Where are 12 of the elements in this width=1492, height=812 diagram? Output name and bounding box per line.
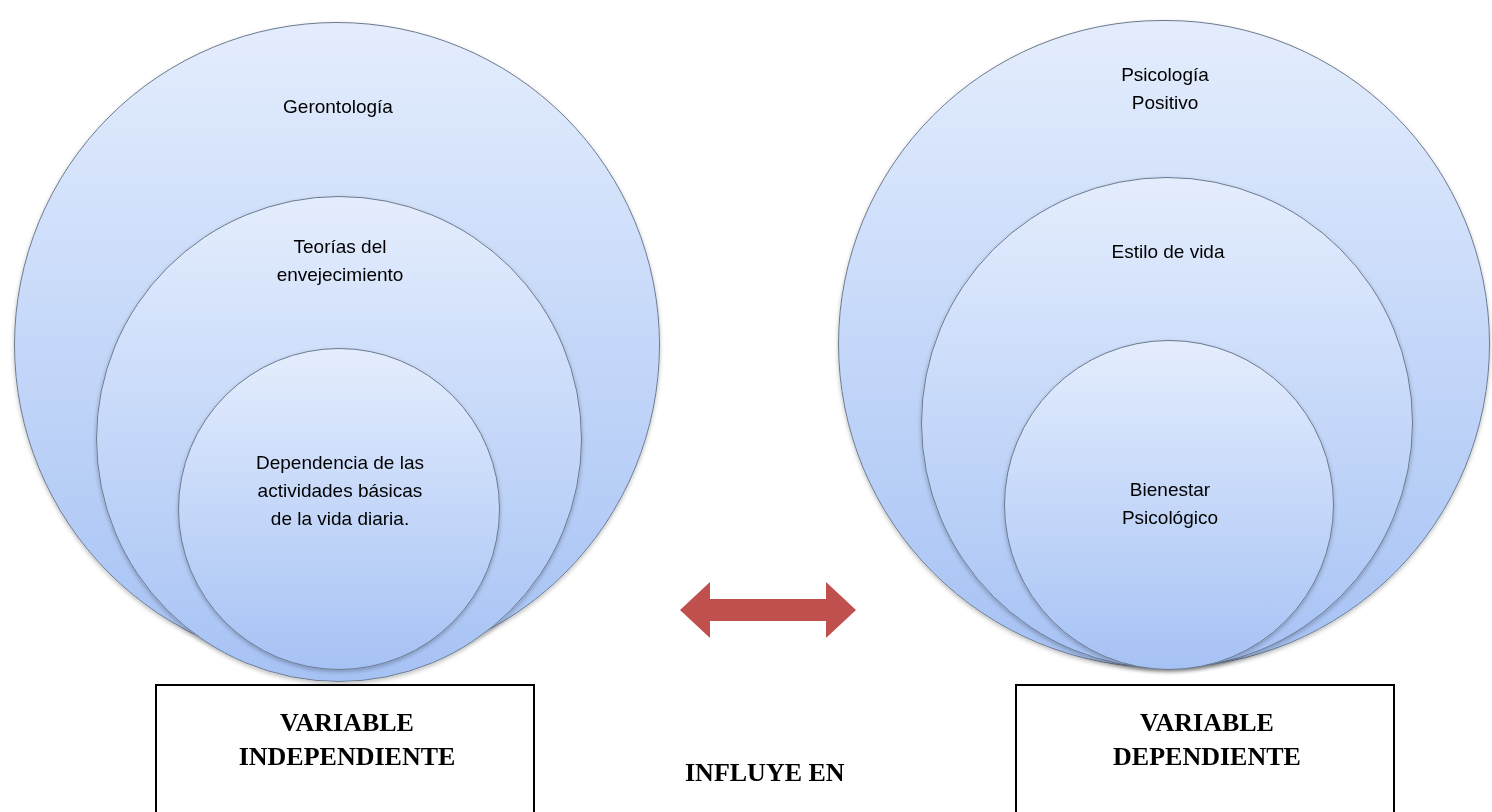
- circle-label: Gerontología: [282, 95, 394, 119]
- relation-label: INFLUYE EN: [685, 757, 845, 789]
- circle-label: Psicología Positivo: [1120, 63, 1210, 115]
- circle-label: Estilo de vida: [1110, 240, 1226, 264]
- circle-label: Teorías del envejecimiento: [275, 235, 405, 287]
- circle-label: Bienestar Psicológico: [1120, 478, 1220, 530]
- variable-box: [1015, 684, 1395, 812]
- variable-box: [155, 684, 535, 812]
- double-arrow: [680, 582, 856, 638]
- circle-label: Dependencia de las actividades básicas de la vida diaria.: [255, 451, 425, 531]
- variable-label: VARIABLE DEPENDIENTE: [1112, 707, 1302, 773]
- variable-label: VARIABLE INDEPENDIENTE: [237, 707, 457, 773]
